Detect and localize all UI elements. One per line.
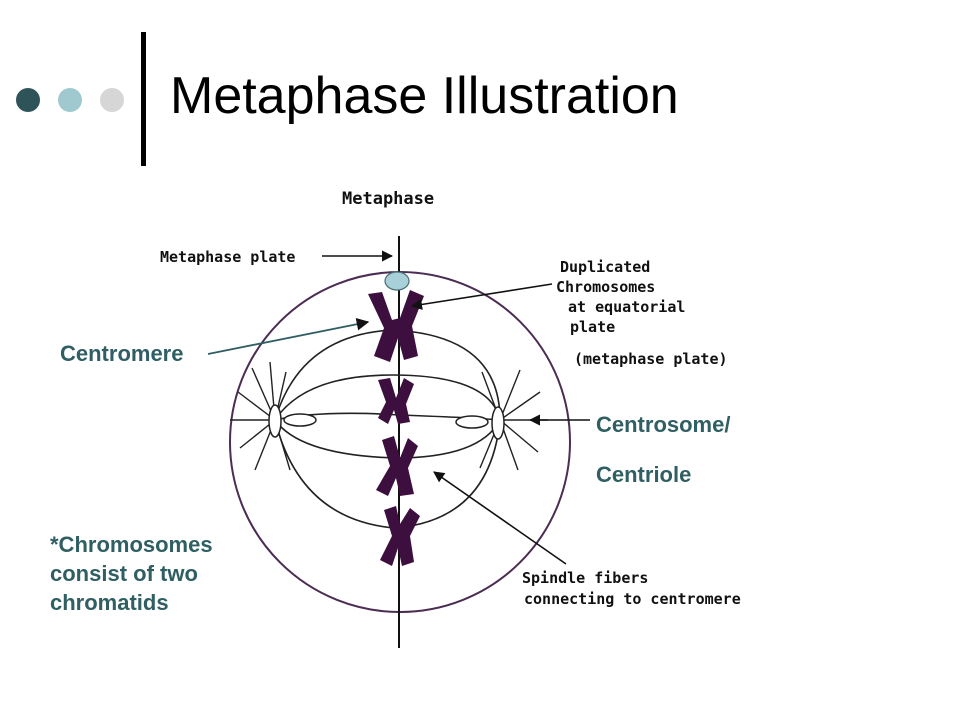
duplicated-label-line5: (metaphase plate): [574, 350, 728, 368]
title-divider: [141, 32, 146, 166]
right-centriole-pair: [455, 415, 489, 429]
centromere-pointer: [207, 318, 370, 355]
left-centriole: [268, 404, 282, 438]
duplicated-label-line4: plate: [570, 318, 615, 336]
duplicated-label-line3: at equatorial: [568, 298, 685, 316]
spindle-label-line2: connecting to centromere: [524, 590, 741, 608]
slide-title: Metaphase Illustration: [170, 67, 679, 125]
chromosome-3: [376, 436, 418, 496]
centrosome-annotation-line2: Centriole: [596, 462, 692, 487]
diagram-heading: Metaphase: [342, 189, 434, 209]
chromosomes: [368, 290, 424, 566]
chromatid-note: *Chromosomes consist of two chromatids: [50, 530, 213, 617]
chromosome-2: [378, 378, 414, 424]
duplicated-label-line2: Chromosomes: [556, 278, 655, 296]
centromere-marker: [384, 271, 410, 291]
right-centriole: [491, 406, 505, 440]
metaphase-plate-label: Metaphase plate: [160, 248, 295, 266]
duplicated-label-line1: Duplicated: [560, 258, 650, 276]
dot-dark: [16, 88, 40, 112]
chromosome-4: [380, 506, 420, 566]
note-line1: *Chromosomes: [50, 532, 213, 557]
centrosome-annotation-line1: Centrosome/: [596, 412, 731, 437]
note-line2: consist of two: [50, 561, 198, 586]
duplicated-arrow: [410, 283, 553, 310]
centromere-annotation: Centromere: [60, 341, 184, 366]
spindle-label-line1: Spindle fibers: [522, 569, 648, 587]
note-line3: chromatids: [50, 590, 169, 615]
dot-light: [100, 88, 124, 112]
dot-mid: [58, 88, 82, 112]
decorative-dots: [16, 88, 126, 112]
spindle-arrow: [433, 471, 567, 565]
chromosome-1: [368, 290, 424, 362]
left-centriole-pair: [283, 413, 317, 427]
